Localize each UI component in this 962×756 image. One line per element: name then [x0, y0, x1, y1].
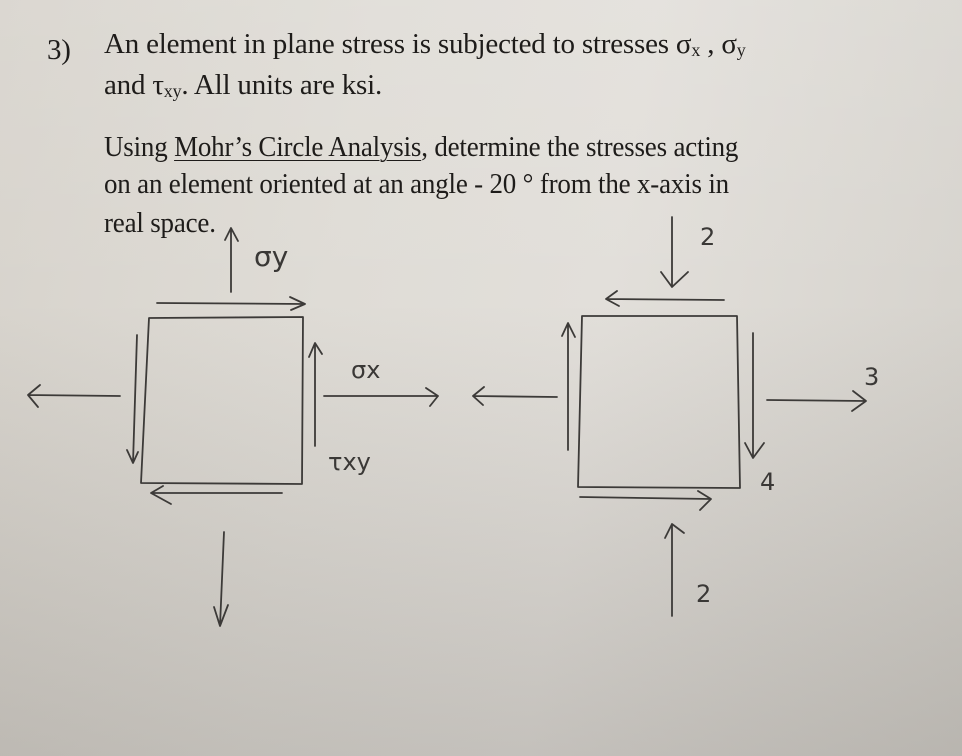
- problem-number: 3): [47, 34, 71, 66]
- sigma-y-label: σy: [254, 240, 288, 273]
- comma: ,: [700, 28, 722, 60]
- right-bottom-value: 2: [696, 580, 711, 608]
- sigma-y-arrow-icon: [224, 227, 239, 293]
- left-normal-arrow-icon: [27, 384, 121, 408]
- sigma-x-label: σx: [351, 356, 380, 384]
- right-top-value: 2: [700, 223, 715, 251]
- right-shear-arrow-icon: [744, 332, 765, 459]
- problem-line-4: on an element oriented at an angle - 20 …: [104, 168, 729, 200]
- sigma-y-symbol: σ: [721, 28, 737, 60]
- problem-line-1: An element in plane stress is subjected …: [104, 28, 746, 61]
- right-normal-arrow-icon: [766, 390, 867, 412]
- top-shear-arrow-icon: [605, 290, 725, 307]
- bottom-shear-arrow-icon: [150, 485, 283, 505]
- shear-value: 4: [760, 468, 775, 496]
- bottom-compression-arrow-icon: [664, 523, 685, 617]
- right-shear-arrow-icon: [308, 342, 323, 447]
- left-shear-arrow-icon: [561, 322, 576, 451]
- left-normal-arrow-icon: [472, 386, 558, 406]
- line3-text-b: , determine the stresses acting: [421, 131, 739, 163]
- problem-line-5: real space.: [104, 207, 216, 239]
- top-compression-arrow-icon: [660, 216, 689, 288]
- problem-line-2: and τxy. All units are ksi.: [104, 69, 382, 102]
- line2-text-b: . All units are ksi.: [181, 69, 383, 101]
- line1-text: An element in plane stress is subjected …: [104, 28, 676, 60]
- right-element-square: [577, 315, 741, 489]
- mohrs-circle-underlined: Mohr’s Circle Analysis: [174, 131, 422, 163]
- right-stress-element: [472, 216, 867, 617]
- sigma-x-arrow-icon: [323, 387, 439, 407]
- bottom-normal-arrow-icon: [213, 531, 229, 627]
- sigma-y-subscript: y: [736, 40, 746, 60]
- problem-line-3: Using Mohr’s Circle Analysis, determine …: [104, 131, 738, 164]
- left-stress-element: [27, 227, 439, 627]
- line2-text-a: and: [104, 69, 153, 101]
- bottom-shear-arrow-icon: [579, 490, 712, 511]
- tau-subscript: xy: [163, 81, 182, 101]
- left-element-square: [140, 316, 304, 485]
- right-normal-value: 3: [864, 363, 879, 391]
- top-shear-arrow-icon: [156, 296, 306, 311]
- sigma-x-symbol: σ: [675, 28, 692, 60]
- left-shear-arrow-icon: [126, 334, 139, 464]
- line3-text-a: Using: [104, 131, 175, 163]
- tau-symbol: τ: [152, 69, 164, 101]
- tau-xy-label: τxy: [328, 448, 371, 476]
- sigma-x-subscript: x: [691, 40, 701, 60]
